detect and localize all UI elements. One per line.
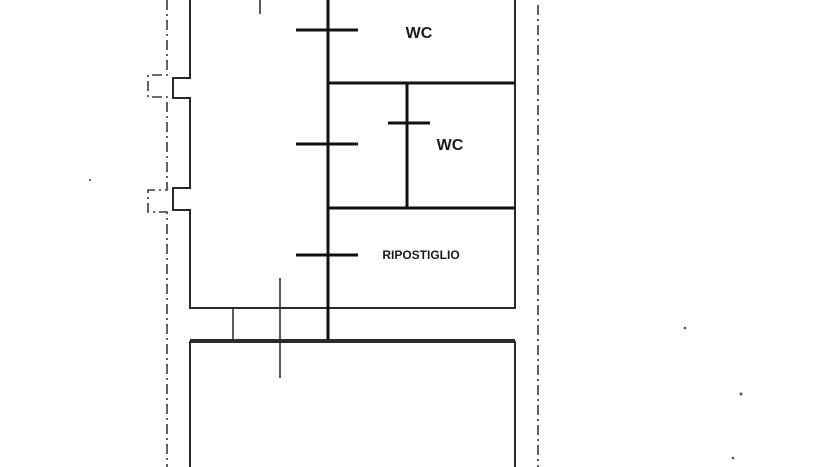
room-label-wc-lower: WC xyxy=(437,137,464,154)
room-label-ripostiglio: RIPOSTIGLIO xyxy=(382,248,459,262)
outer-boundary-left xyxy=(147,0,168,467)
scan-specks xyxy=(88,178,743,460)
lower-block-walls xyxy=(189,341,516,467)
upper-block-walls xyxy=(172,0,516,309)
corridor xyxy=(190,278,515,378)
door-marks xyxy=(296,28,430,257)
room-label-wc-upper: WC xyxy=(406,25,433,42)
interior-partitions xyxy=(326,0,515,340)
